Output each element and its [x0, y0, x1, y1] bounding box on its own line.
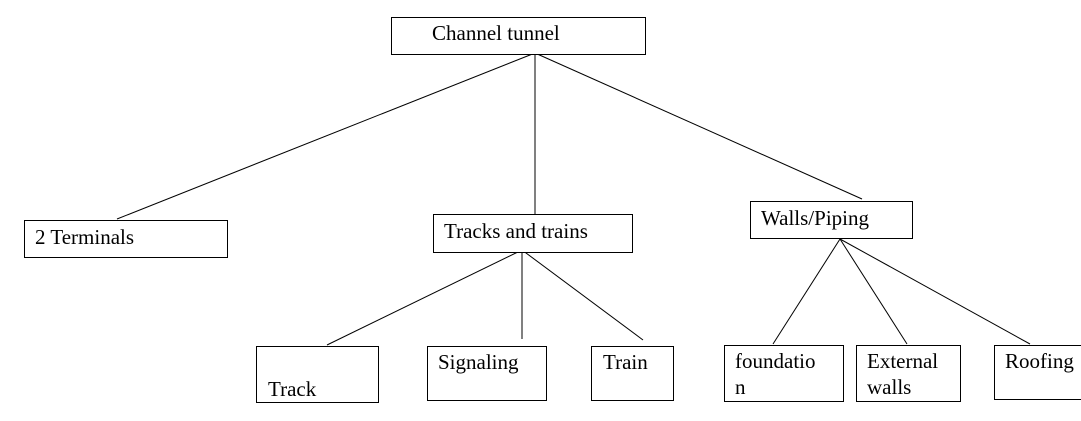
node-label: Tracks and trains — [444, 219, 588, 243]
node-external-walls: External walls — [856, 345, 961, 402]
node-track: Track — [256, 346, 379, 403]
node-walls-piping: Walls/Piping — [750, 201, 913, 239]
node-label: 2 Terminals — [35, 225, 135, 249]
connector-walls-roofing — [839, 238, 1031, 345]
node-signaling: Signaling — [427, 346, 547, 401]
connector-tracks-track — [326, 249, 523, 346]
node-channel-tunnel: Channel tunnel — [391, 17, 646, 55]
node-label: Track — [268, 377, 317, 401]
node-roofing: Roofing — [994, 345, 1081, 400]
node-label: foundatio n — [735, 349, 816, 399]
connector-root-terminals — [116, 52, 536, 220]
node-tracks-and-trains: Tracks and trains — [433, 214, 633, 253]
node-label: Train — [603, 350, 648, 374]
node-2-terminals: 2 Terminals — [24, 220, 228, 258]
connector-tracks-train — [521, 249, 644, 341]
connector-root-walls — [534, 52, 863, 200]
connector-walls-foundation — [772, 238, 841, 345]
node-label: Signaling — [438, 350, 519, 374]
node-label: Channel tunnel — [432, 21, 560, 45]
connector-walls-external — [839, 238, 908, 345]
node-train: Train — [591, 346, 674, 401]
node-foundation: foundatio n — [724, 345, 844, 402]
node-label: Walls/Piping — [761, 206, 869, 230]
node-label: Roofing — [1005, 349, 1074, 373]
node-label: External walls — [867, 349, 939, 399]
